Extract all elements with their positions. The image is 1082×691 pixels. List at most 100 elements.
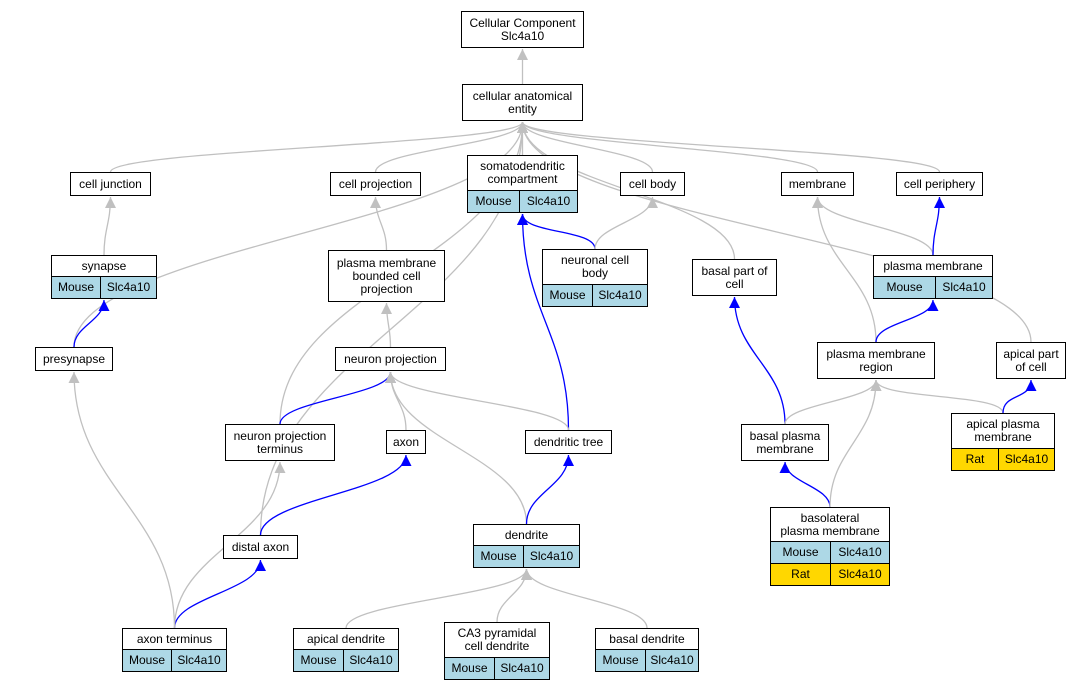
node-plasma-membrane-region[interactable]: plasma membrane region xyxy=(817,342,935,379)
species-cell: Mouse xyxy=(602,653,639,667)
node-basal-part-of-cell[interactable]: basal part of cell xyxy=(692,259,777,296)
edge-neuronal_cell_body-to-cell_body xyxy=(594,196,658,250)
node-label: cell body xyxy=(628,176,677,191)
node-label: axon xyxy=(392,434,420,449)
annotation-row: Mouse Slc4a10 xyxy=(445,657,549,679)
node-axon[interactable]: axon xyxy=(386,430,426,454)
node-basolateral-plasma-membrane[interactable]: basolateral plasma membrane Mouse Slc4a1… xyxy=(770,507,890,586)
node-label: basolateral plasma membrane xyxy=(780,510,880,538)
annotation-row: Mouse Slc4a10 xyxy=(543,284,647,306)
edge-cell_periphery-to-cae xyxy=(517,121,941,173)
node-label: distal axon xyxy=(231,539,290,554)
node-apical-part-of-cell[interactable]: apical part of cell xyxy=(996,342,1066,379)
node-cell-projection[interactable]: cell projection xyxy=(330,172,421,196)
node-cellular-anatomical-entity[interactable]: cellular anatomical entity xyxy=(462,84,583,121)
node-label: axon terminus xyxy=(136,631,213,646)
gene-cell: Slc4a10 xyxy=(343,650,398,671)
node-label: cell projection xyxy=(338,176,413,191)
node-basal-plasma-membrane[interactable]: basal plasma membrane xyxy=(741,424,829,461)
node-neuron-projection-terminus[interactable]: neuron projection terminus xyxy=(225,424,335,461)
node-apical-dendrite[interactable]: apical dendrite Mouse Slc4a10 xyxy=(293,628,399,672)
gene-cell: Slc4a10 xyxy=(830,564,889,585)
species-cell: Mouse xyxy=(480,549,517,563)
node-cell-periphery[interactable]: cell periphery xyxy=(896,172,983,196)
species-cell: Mouse xyxy=(886,280,923,294)
species-cell: Mouse xyxy=(451,661,488,675)
node-dendritic-tree[interactable]: dendritic tree xyxy=(525,430,612,454)
node-synapse[interactable]: synapse Mouse Slc4a10 xyxy=(51,255,157,299)
gene-cell: Slc4a10 xyxy=(592,285,647,306)
edge-apical_pm-to-pm_region xyxy=(870,379,1004,414)
edge-membrane-to-cae xyxy=(517,121,819,173)
annotation-row: Mouse Slc4a10 xyxy=(294,649,398,671)
node-membrane[interactable]: membrane xyxy=(781,172,854,196)
gene-cell: Slc4a10 xyxy=(494,658,549,679)
gene-cell: Slc4a10 xyxy=(935,277,992,298)
edge-dendrite-to-dendritic_tree xyxy=(525,454,574,525)
species-cell: Mouse xyxy=(128,653,166,667)
species-cell: Rat xyxy=(965,452,985,466)
node-label: apical dendrite xyxy=(306,631,386,646)
node-label: basal dendrite xyxy=(609,631,685,646)
node-cell-junction[interactable]: cell junction xyxy=(70,172,151,196)
node-label: apical plasma membrane xyxy=(966,417,1040,444)
edge-neuronal_cell_body-to-somatodendritic xyxy=(517,213,596,250)
node-basal-dendrite[interactable]: basal dendrite Mouse Slc4a10 xyxy=(595,628,699,672)
node-label: basal plasma membrane xyxy=(749,428,821,456)
edge-synapse-to-cell_junction xyxy=(103,196,116,256)
annotation-row: Mouse Slc4a10 xyxy=(474,545,579,567)
gene-cell: Slc4a10 xyxy=(523,546,579,567)
node-presynapse[interactable]: presynapse xyxy=(35,347,113,371)
edge-presynapse-to-synapse xyxy=(73,299,110,348)
node-label: cell periphery xyxy=(903,176,976,191)
node-label: apical part of cell xyxy=(1003,346,1059,374)
node-label: basal part of cell xyxy=(701,263,768,291)
node-label: presynapse xyxy=(42,351,106,366)
species-cell: Mouse xyxy=(300,653,337,667)
edge-basal_pm-to-basal_part xyxy=(729,296,786,425)
edge-axon_terminus-to-presynapse xyxy=(68,371,176,629)
node-cell-body[interactable]: cell body xyxy=(620,172,685,196)
node-plasma-membrane-bounded-cell-projection[interactable]: plasma membrane bounded cell projection xyxy=(328,250,445,302)
edge-basal_pm-to-pm_region xyxy=(784,379,882,425)
edge-apical_pm-to-apical_part xyxy=(1002,379,1037,414)
annotation-row: Mouse Slc4a10 xyxy=(52,276,156,298)
edge-dendritic_tree-to-neuron_projection xyxy=(385,371,570,431)
node-axon-terminus[interactable]: axon terminus Mouse Slc4a10 xyxy=(122,628,227,672)
node-label: cell junction xyxy=(79,176,142,191)
edge-apical_dendrite-to-dendrite xyxy=(345,568,532,629)
edge-basal_dendrite-to-dendrite xyxy=(521,568,648,629)
edge-ca3_dendrite-to-dendrite xyxy=(496,568,532,623)
node-cellular-component[interactable]: Cellular Component Slc4a10 xyxy=(461,11,584,48)
annotation-row: Mouse Slc4a10 xyxy=(468,190,577,212)
edge-pm_region-to-plasma_membrane xyxy=(875,299,939,343)
edge-cell_projection-to-cae xyxy=(374,121,528,173)
node-label: membrane xyxy=(788,176,847,191)
node-distal-axon[interactable]: distal axon xyxy=(223,535,298,559)
edge-axon_terminus-to-distal_axon xyxy=(173,559,266,629)
edge-pmbcp-to-cell_projection xyxy=(370,196,388,251)
node-neuron-projection[interactable]: neuron projection xyxy=(335,347,446,371)
species-cell: Rat xyxy=(791,567,810,581)
edge-dendrite-to-neuron_projection xyxy=(385,371,528,525)
node-plasma-membrane[interactable]: plasma membrane Mouse Slc4a10 xyxy=(873,255,993,299)
node-ca3-pyramidal-cell-dendrite[interactable]: CA3 pyramidal cell dendrite Mouse Slc4a1… xyxy=(444,622,550,680)
edge-distal_axon-to-axon xyxy=(259,454,412,536)
node-label: plasma membrane xyxy=(883,258,983,273)
node-label: neuron projection xyxy=(344,351,437,366)
node-apical-plasma-membrane[interactable]: apical plasma membrane Rat Slc4a10 xyxy=(951,413,1055,471)
annotation-row: Rat Slc4a10 xyxy=(952,448,1054,470)
annotation-row: Rat Slc4a10 xyxy=(771,563,889,585)
node-dendrite[interactable]: dendrite Mouse Slc4a10 xyxy=(473,524,580,568)
edge-basolateral_pm-to-pm_region xyxy=(829,379,882,508)
node-label: somatodendritic compartment xyxy=(480,159,565,186)
node-neuronal-cell-body[interactable]: neuronal cell body Mouse Slc4a10 xyxy=(542,249,648,307)
species-cell: Mouse xyxy=(57,280,95,294)
node-label: neuronal cell body xyxy=(560,253,630,280)
node-somatodendritic-compartment[interactable]: somatodendritic compartment Mouse Slc4a1… xyxy=(467,155,578,213)
node-label: cellular anatomical entity xyxy=(472,88,573,116)
edge-basolateral_pm-to-basal_pm xyxy=(779,461,831,508)
node-label: plasma membrane bounded cell projection xyxy=(336,255,437,296)
edge-neuron_projection-to-pmbcp xyxy=(381,302,393,348)
